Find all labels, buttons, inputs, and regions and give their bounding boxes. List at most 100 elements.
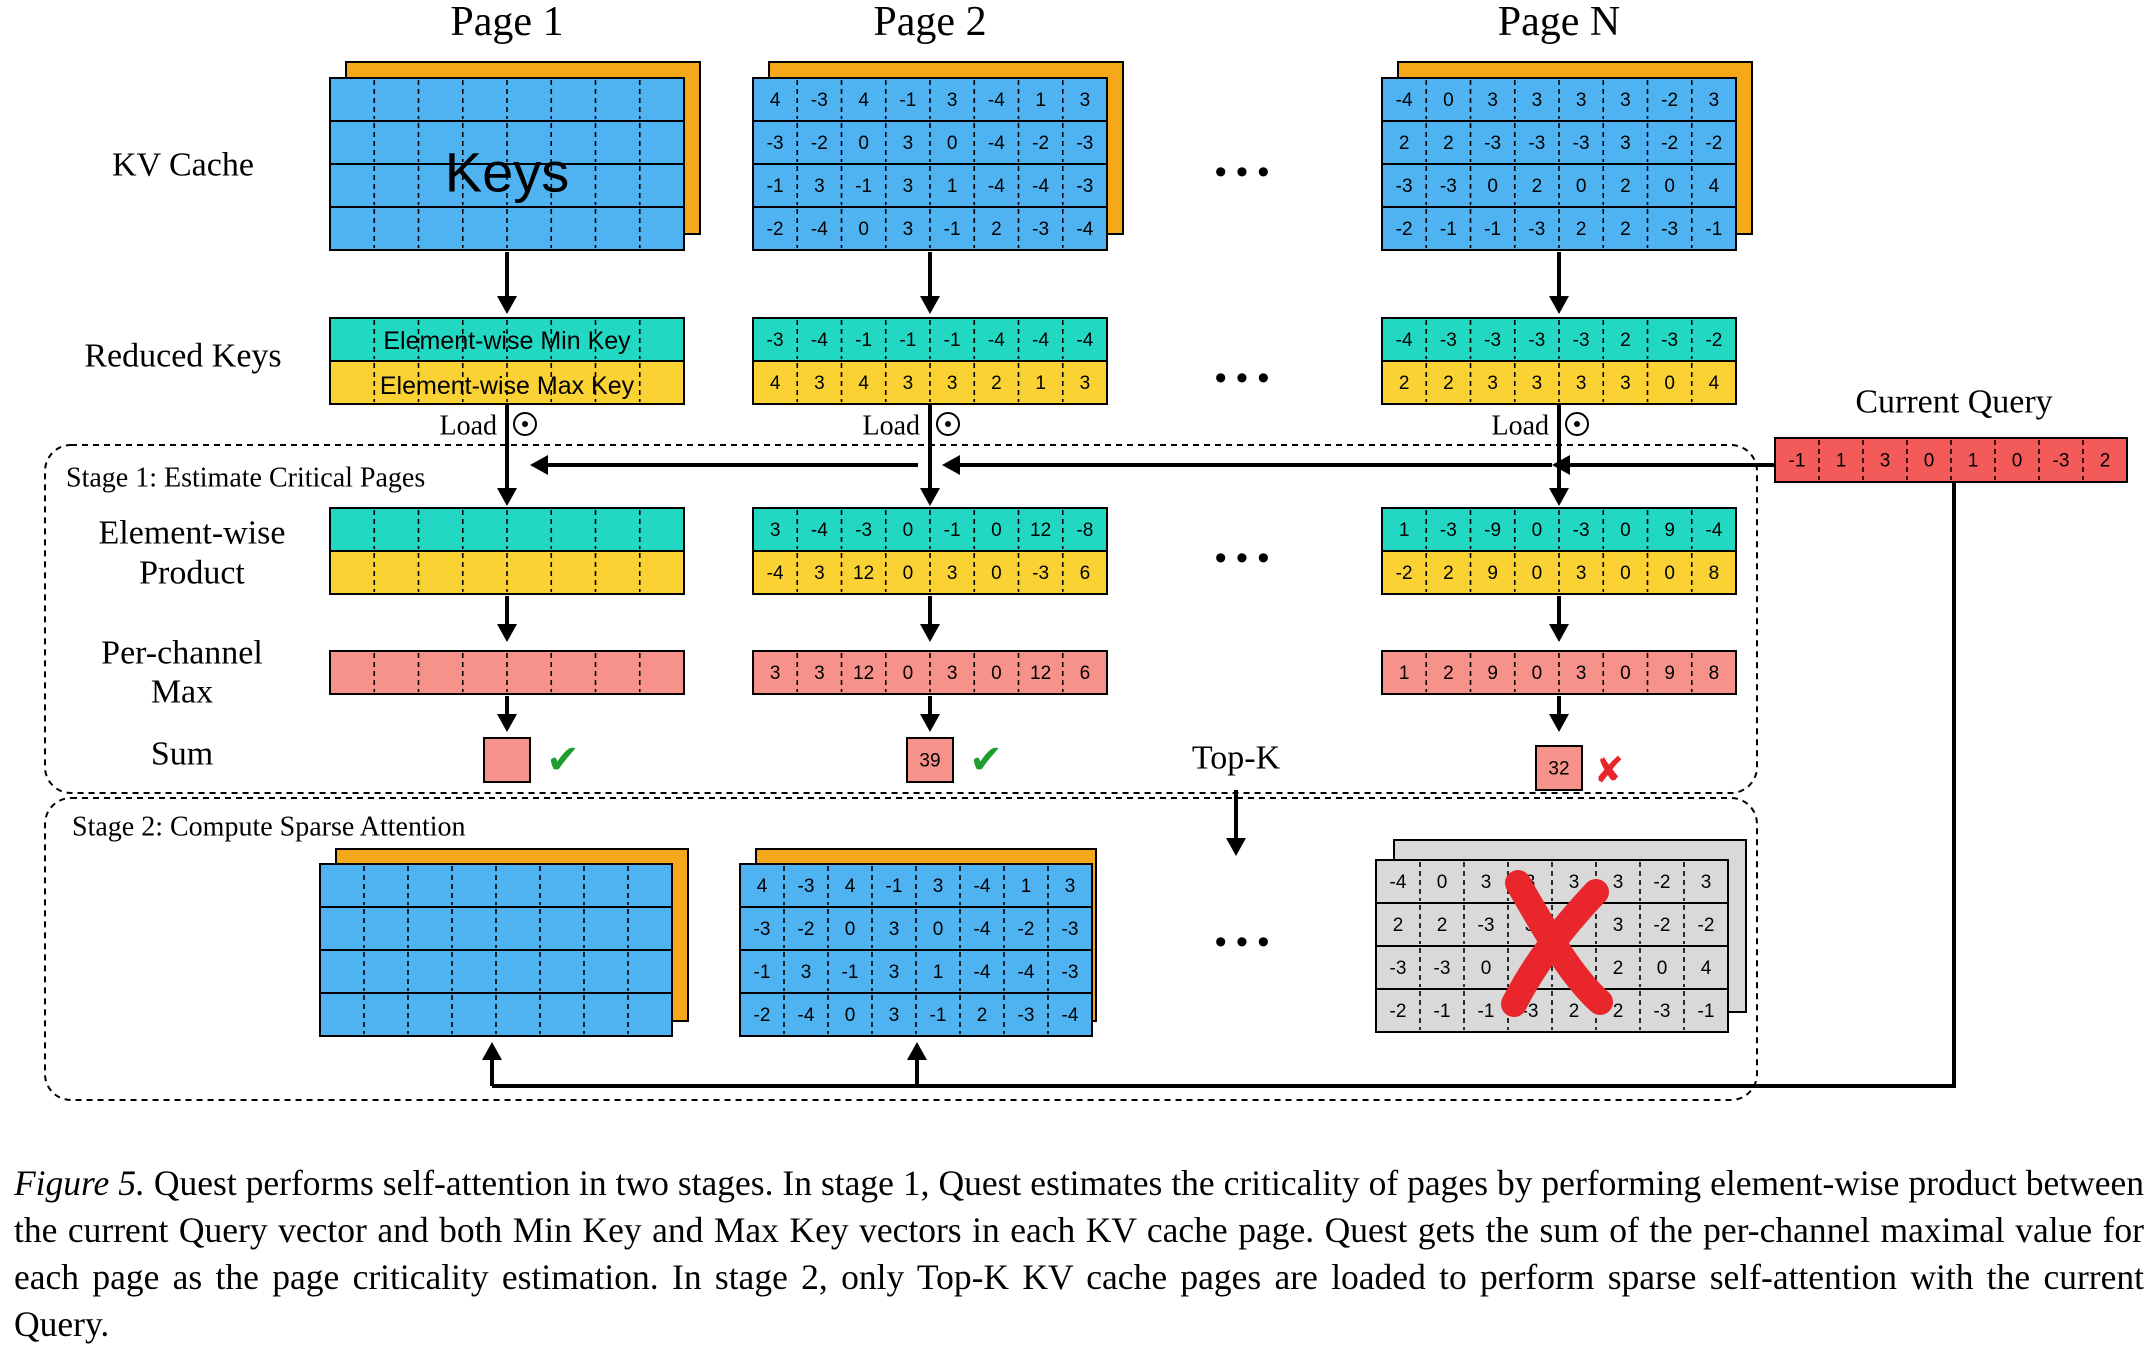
page-3-max-key-cell: 3 — [1620, 373, 1631, 394]
stage2-pagen-keys-cell: 2 — [1437, 915, 1448, 936]
page-3-max-key-cell: 0 — [1664, 373, 1675, 394]
page-2-kv-keys-cell: -1 — [855, 176, 872, 197]
page-3-kv-keys-cell: 3 — [1532, 90, 1543, 111]
page-2-kv-keys-cell: 3 — [903, 219, 914, 240]
page-1-arrow-chmax-head — [497, 714, 517, 732]
stage2-pagen-keys-cell: -4 — [1390, 872, 1407, 893]
page-3-kv-keys-row — [1381, 77, 1737, 122]
page-2-prod-bot-cell: 12 — [853, 563, 874, 584]
stage2-pagen-keys-cell: 2 — [1613, 1001, 1624, 1022]
page-2-max-key-cell: 3 — [903, 373, 914, 394]
page-3-kv-keys-cell: -2 — [1396, 219, 1413, 240]
stage2-page2-keys-cell: 4 — [757, 876, 768, 897]
stage2-pagen-keys-cell: 3 — [1481, 872, 1492, 893]
page-2-max-key-cell: 3 — [1080, 373, 1091, 394]
page-3-kv-keys-cell: 2 — [1576, 219, 1587, 240]
page-2-chmax-cell: 3 — [770, 663, 781, 684]
page-2-kv-keys-cell: -3 — [1076, 176, 1093, 197]
page-3-kv-keys-cell: -3 — [1484, 133, 1501, 154]
stage2-pagen-keys-cell: -3 — [1434, 958, 1451, 979]
page-3-kv-keys-cell: -3 — [1528, 133, 1545, 154]
page-1-min-key — [329, 317, 685, 362]
stage2-pagen-keys-cell: 3 — [1613, 872, 1624, 893]
page-3-min-key-cell: -3 — [1661, 330, 1678, 351]
page-3-min-key-cell: -3 — [1484, 330, 1501, 351]
page-3-kv-keys-cell: -3 — [1440, 176, 1457, 197]
query-return-line — [492, 482, 1956, 1088]
stage2-page2-keys-cell: 0 — [845, 1005, 856, 1026]
page-3-min-key-cell: -3 — [1440, 330, 1457, 351]
page-3-kv-keys-cell: 3 — [1576, 90, 1587, 111]
page-3-chmax-cell: 1 — [1399, 663, 1410, 684]
page-3-kv-keys-cell: 3 — [1620, 133, 1631, 154]
page-2-min-key-cell: -4 — [1076, 330, 1093, 351]
page-2-check-icon: ✔ — [969, 738, 1003, 782]
page-3-prod-top-cell: -9 — [1484, 520, 1501, 541]
page-3-prod-bot-cell: 0 — [1620, 563, 1631, 584]
page-3-kv-keys-cell: 4 — [1709, 176, 1720, 197]
page-3-kv-keys-cell: -1 — [1484, 219, 1501, 240]
row-label-product-2: Product — [139, 555, 245, 592]
page-2-prod-bot-cell: 3 — [947, 563, 958, 584]
page-3-kv-keys-cell: -3 — [1396, 176, 1413, 197]
ellipsis-1: • • • — [1215, 153, 1270, 191]
page-1-min-key-row — [329, 317, 685, 362]
page-2-kv-keys-cell: -2 — [1032, 133, 1049, 154]
page-3-prod-top-cell: -3 — [1440, 520, 1457, 541]
stage2-page2-keys-cell: 0 — [845, 919, 856, 940]
stage2-pagen-keys-cell: -2 — [1654, 915, 1671, 936]
page-3-max-key-cell: 3 — [1487, 373, 1498, 394]
page-2-kv-keys-cell: -3 — [1032, 219, 1049, 240]
page-2-kv-keys-cell: 0 — [947, 133, 958, 154]
stage2-page2-keys-cell: 0 — [933, 919, 944, 940]
page-1-max-label: Element-wise Max Key — [380, 372, 635, 400]
page-2-prod-top-cell: 0 — [903, 520, 914, 541]
page-2-prod-bot-cell: 3 — [814, 563, 825, 584]
stage1-title: Stage 1: Estimate Critical Pages — [66, 463, 425, 494]
stage2-page2-keys-cell: -2 — [754, 1005, 771, 1026]
page-2-min-key-cell: -4 — [988, 330, 1005, 351]
stage2-pagen-keys-cell: -2 — [1698, 915, 1715, 936]
page-3-prod-bot-cell: 2 — [1443, 563, 1454, 584]
current-query-vector-cell: 0 — [2012, 451, 2023, 472]
page-3-prod-top-cell: 1 — [1399, 520, 1410, 541]
stage1-box — [44, 444, 1758, 794]
page-2-max-key-cell: 2 — [991, 373, 1002, 394]
page-2-kv-keys-cell: -4 — [811, 219, 828, 240]
page-3-min-key-cell: 2 — [1620, 330, 1631, 351]
page-3-kv-keys-cell: 2 — [1620, 176, 1631, 197]
page-2-kv-keys-cell: 4 — [770, 90, 781, 111]
page-2-kv-keys-cell: 3 — [947, 90, 958, 111]
page-2-kv-keys-cell: -4 — [988, 90, 1005, 111]
page-3-prod-bot-cell: 8 — [1709, 563, 1720, 584]
stage2-page2-keys-cell: -3 — [798, 876, 815, 897]
page-2-kv-keys-cell: -3 — [767, 133, 784, 154]
page-3-kv-keys-cell: 0 — [1487, 176, 1498, 197]
page-2-load-label: Load — [862, 411, 920, 442]
current-query-vector-cell: 0 — [1924, 451, 1935, 472]
page-1-load-label: Load — [439, 411, 497, 442]
page-1-arrow-load-head — [497, 488, 517, 506]
page-2-min-key: -3-4-1-1-1-4-4-4 — [752, 317, 1108, 362]
caption-lead: Figure 5. — [14, 1163, 145, 1203]
stage2-page2-keys-cell: -3 — [754, 919, 771, 940]
page-3-arrow-chmax-head — [1549, 714, 1569, 732]
cross-icon-stroke-2 — [1501, 879, 1609, 1017]
page-3-chmax-cell: 8 — [1709, 663, 1720, 684]
page-3-kv-keys-cell: -3 — [1573, 133, 1590, 154]
page-2-kv-keys-cell: -2 — [767, 219, 784, 240]
page-2-kv-keys-cell: 1 — [947, 176, 958, 197]
row-label-chmax-1: Per-channel — [101, 635, 263, 672]
stage2-page1-keys — [319, 863, 673, 1037]
page-1-chmax — [329, 650, 685, 695]
ellipsis-3: • • • — [1215, 539, 1270, 577]
stage2-page2-keys-cell: -4 — [1062, 1005, 1079, 1026]
page-2-kv-keys-cell: 3 — [814, 176, 825, 197]
stage2-page2-keys-cell: -4 — [798, 1005, 815, 1026]
page-3-prod-bot-cell: 0 — [1532, 563, 1543, 584]
page-3-prod-bot-cell: 0 — [1664, 563, 1675, 584]
